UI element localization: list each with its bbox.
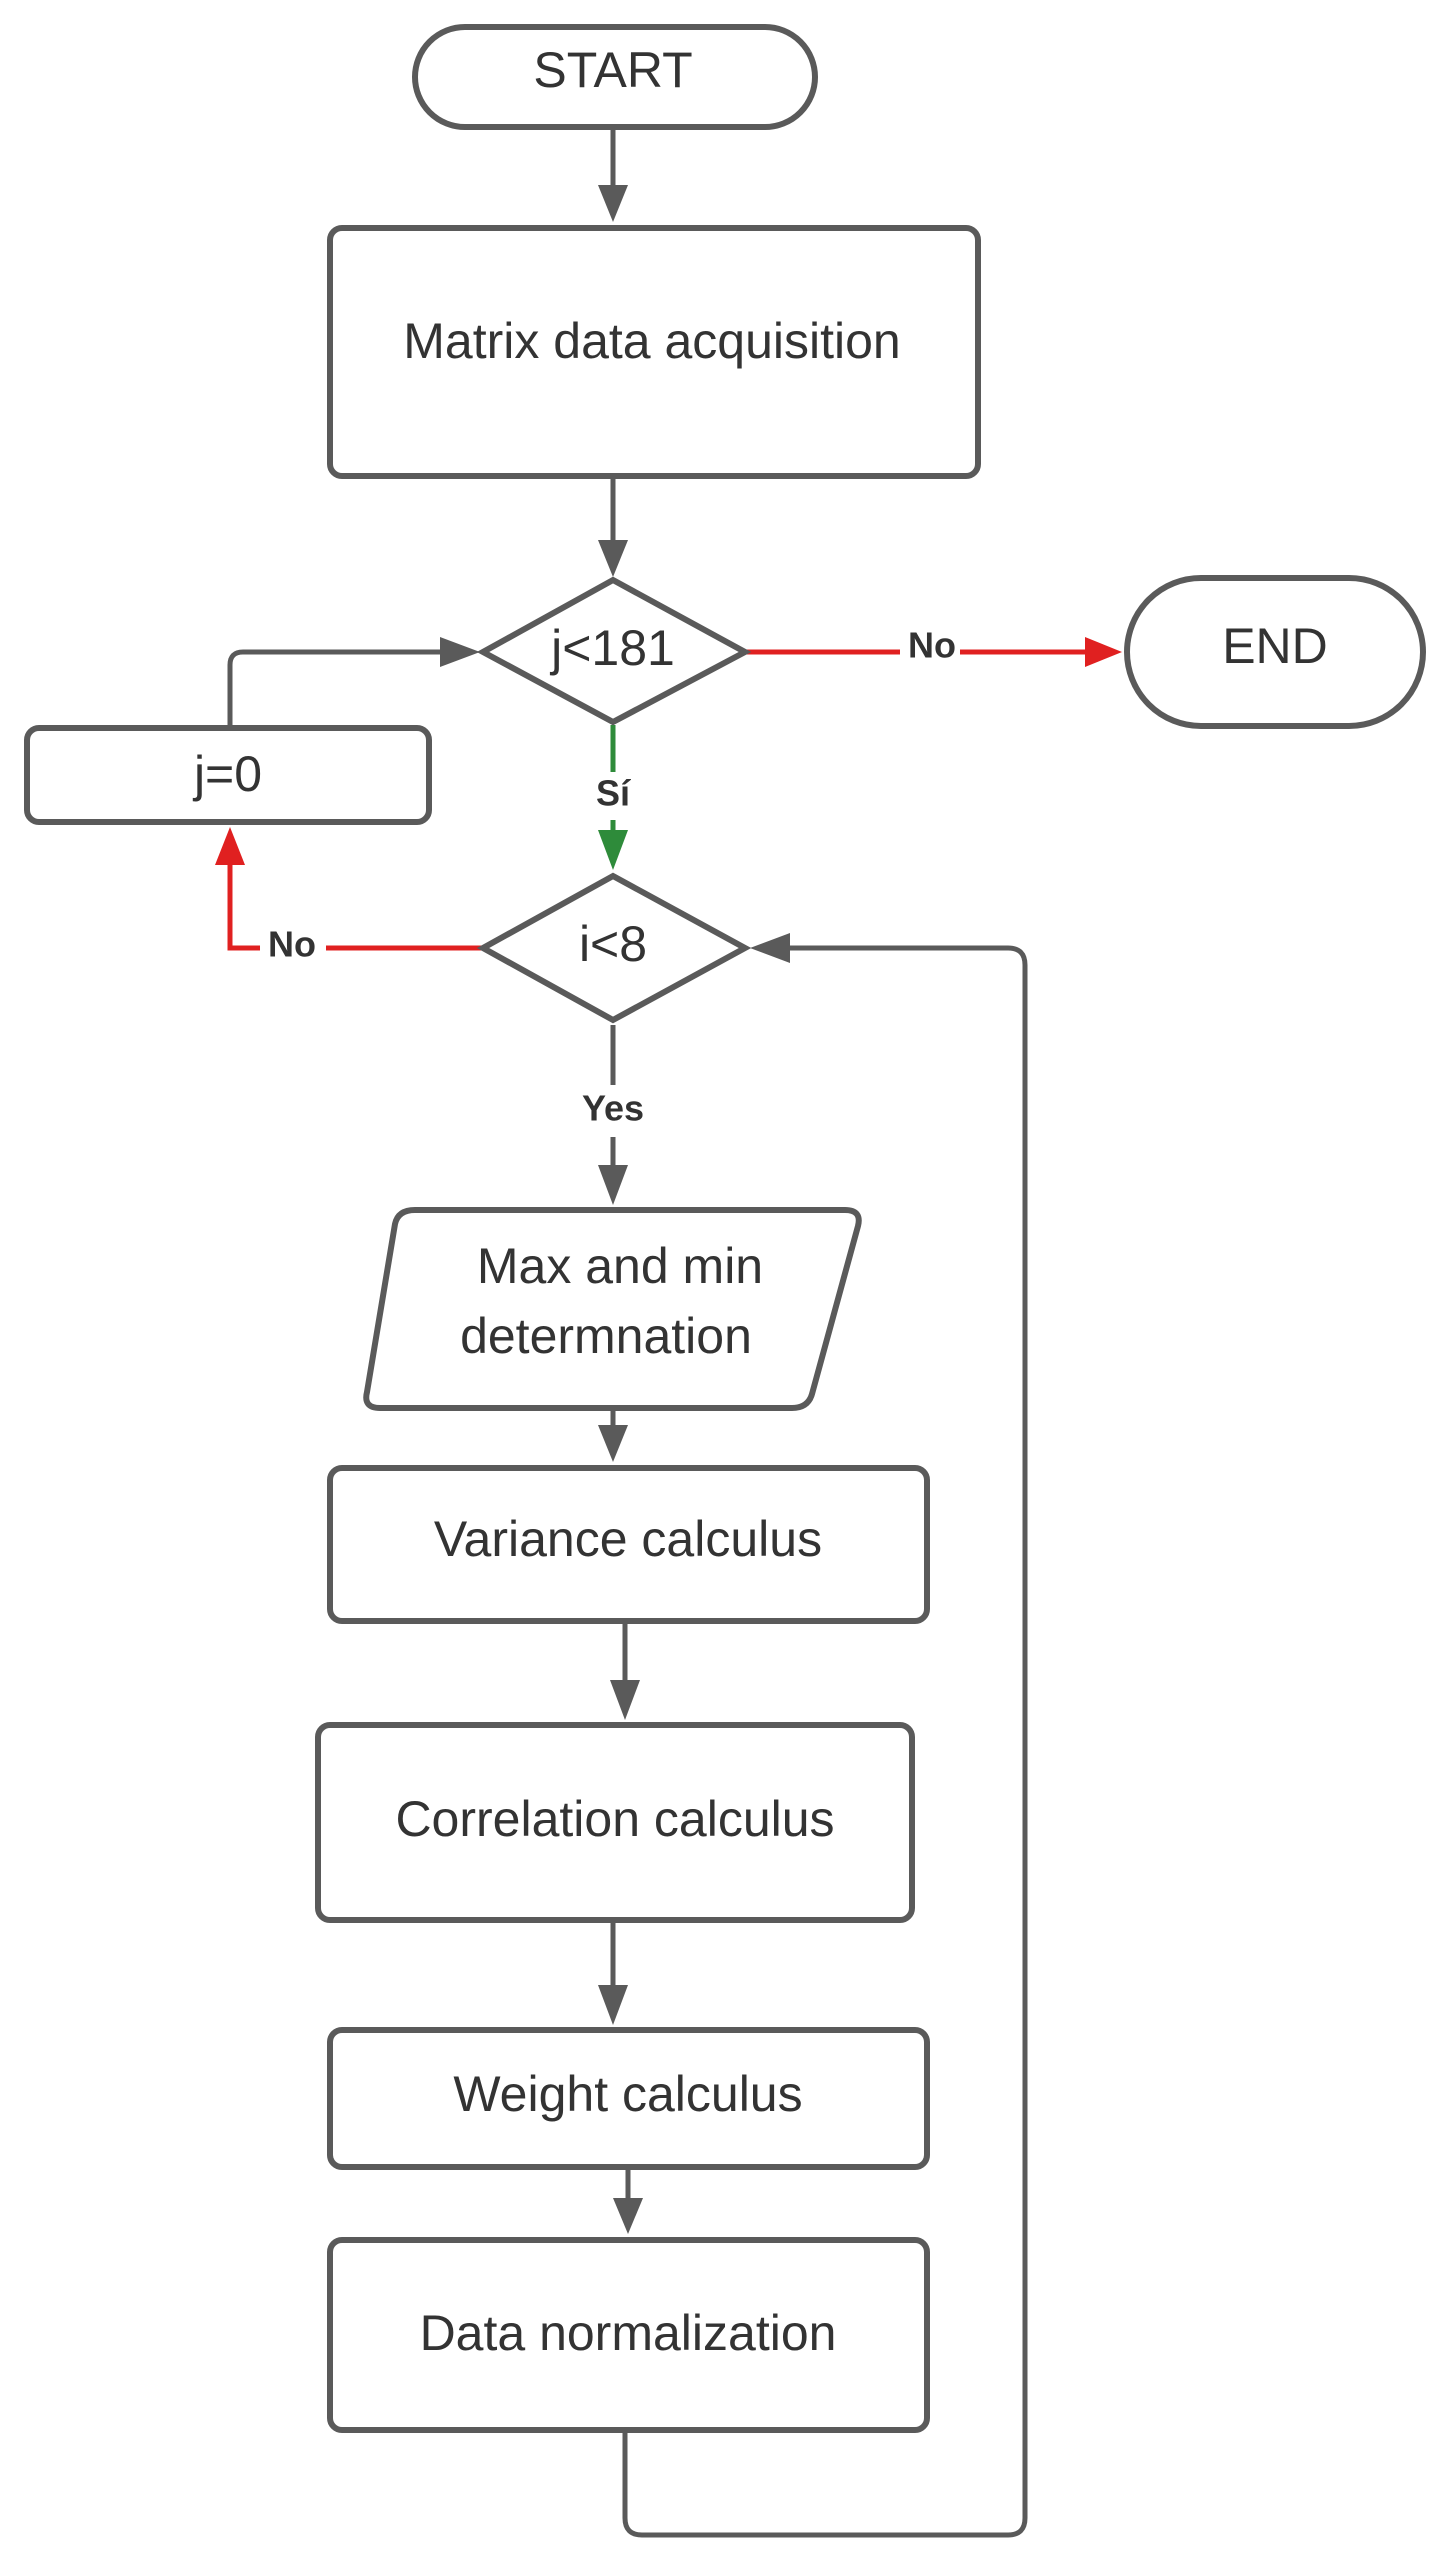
arrowhead: [750, 933, 790, 963]
maxmin-label-line2: determnation: [460, 1308, 752, 1364]
arrowhead: [598, 540, 628, 577]
end-label: END: [1222, 618, 1328, 674]
correlation-process: [315, 1722, 915, 1923]
j-reset-label: j=0: [192, 746, 262, 802]
maxmin-label-line1: Max and min: [477, 1238, 763, 1294]
weight-label: Weight calculus: [453, 2066, 802, 2122]
acquisition-process: [327, 225, 981, 479]
arrowhead: [598, 1985, 628, 2025]
arrowhead: [598, 830, 628, 870]
edge-label-j-yes: Sí: [596, 773, 631, 814]
connector-normalization-loop-to-i-condition: [622, 945, 1028, 2538]
arrowhead: [440, 637, 480, 667]
acquisition-label: Matrix data acquisition: [403, 313, 900, 369]
variance-process: [327, 1465, 930, 1624]
edge-label-i-no: No: [268, 924, 316, 965]
weight-process: [327, 2027, 930, 2170]
connector-j-reset-to-j-condition: [227, 649, 440, 725]
normalization-label: Data normalization: [420, 2305, 837, 2361]
correlation-label: Correlation calculus: [395, 1791, 834, 1847]
j-condition-decision: [476, 576, 752, 726]
i-condition-label: i<8: [579, 916, 647, 972]
arrowhead: [1085, 637, 1122, 667]
arrowhead: [215, 827, 245, 865]
arrowhead: [598, 185, 628, 222]
arrowhead: [598, 1165, 628, 1205]
j-condition-label: j<181: [549, 620, 675, 676]
edge-label-i-yes: Yes: [582, 1088, 644, 1129]
connector-i-no-to-j-reset: [227, 865, 483, 951]
start-terminal: [412, 24, 818, 130]
edge-label-j-no: No: [908, 625, 956, 666]
start-label: START: [533, 42, 692, 98]
variance-label: Variance calculus: [434, 1511, 822, 1567]
j-reset-process: [24, 725, 432, 825]
end-terminal: [1124, 575, 1426, 729]
arrowhead: [598, 1425, 628, 1462]
normalization-process: [327, 2237, 930, 2433]
arrowhead: [610, 1680, 640, 1720]
arrowhead: [613, 2198, 643, 2234]
i-condition-decision: [476, 872, 752, 1024]
maxmin-io: [363, 1207, 862, 1411]
